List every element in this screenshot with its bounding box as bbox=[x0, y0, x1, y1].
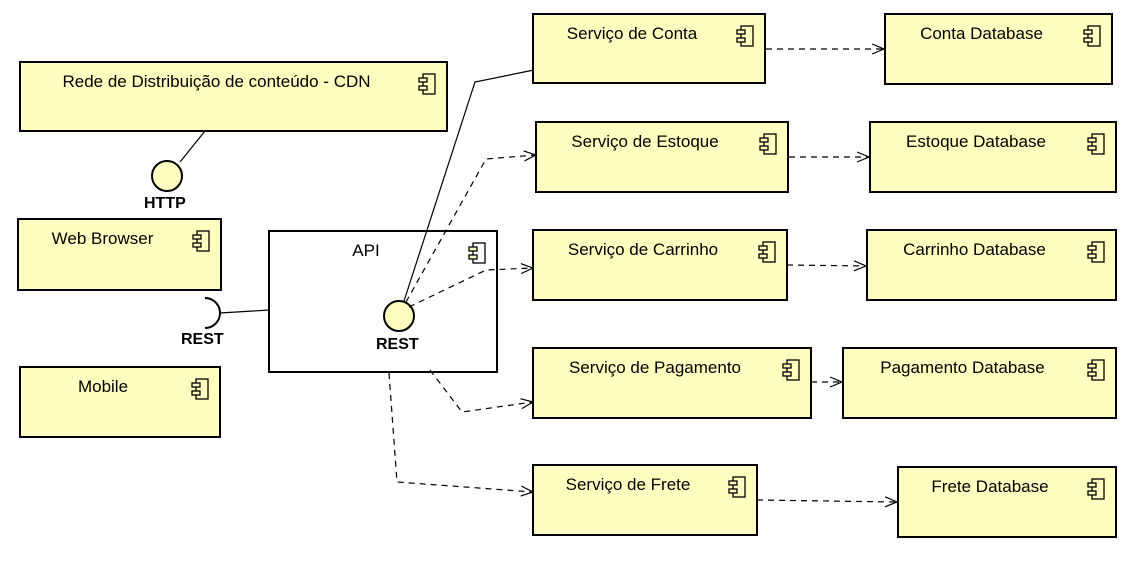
http-interface-label: HTTP bbox=[144, 195, 186, 212]
component-icon bbox=[736, 25, 754, 47]
carrinho-database-component[interactable]: Carrinho Database bbox=[866, 229, 1117, 301]
conta-database-component[interactable]: Conta Database bbox=[884, 13, 1113, 85]
socket-api-link bbox=[219, 309, 271, 314]
component-icon bbox=[1083, 25, 1101, 47]
frete-db-dependency bbox=[756, 500, 897, 502]
servico-estoque-component[interactable]: Serviço de Estoque bbox=[535, 121, 789, 193]
component-label: API bbox=[352, 241, 380, 260]
web-browser-component[interactable]: Web Browser bbox=[17, 218, 222, 291]
component-label: Pagamento Database bbox=[880, 358, 1045, 377]
component-label: Serviço de Carrinho bbox=[567, 240, 719, 259]
component-icon bbox=[1087, 241, 1105, 263]
component-label: Conta Database bbox=[920, 24, 1043, 43]
component-icon bbox=[418, 73, 436, 95]
component-label: Rede de Distribuição de conteúdo - CDN bbox=[62, 72, 371, 91]
component-icon bbox=[468, 242, 486, 264]
component-icon bbox=[1087, 133, 1105, 155]
cdn-component[interactable]: Rede de Distribuição de conteúdo - CDN bbox=[19, 61, 448, 132]
servico-conta-component[interactable]: Serviço de Conta bbox=[532, 13, 766, 84]
component-icon bbox=[782, 359, 800, 381]
component-icon bbox=[192, 230, 210, 252]
component-icon bbox=[758, 241, 776, 263]
servico-pagamento-component[interactable]: Serviço de Pagamento bbox=[532, 347, 812, 419]
component-label: Mobile bbox=[77, 377, 129, 396]
component-label: Serviço de Conta bbox=[566, 24, 698, 43]
component-label: Carrinho Database bbox=[903, 240, 1046, 259]
component-icon bbox=[1087, 478, 1105, 500]
component-icon bbox=[759, 133, 777, 155]
component-label: Serviço de Pagamento bbox=[569, 358, 741, 377]
api-component[interactable]: API bbox=[268, 230, 498, 373]
rest-provided-interface-label: REST bbox=[376, 336, 419, 353]
rest-required-socket bbox=[204, 297, 221, 329]
cdn-http-link bbox=[179, 130, 206, 163]
api-conta-link bbox=[403, 69, 535, 302]
frete-database-component[interactable]: Frete Database bbox=[897, 466, 1117, 538]
component-label: Frete Database bbox=[931, 477, 1049, 496]
component-icon bbox=[1087, 359, 1105, 381]
component-label: Serviço de Estoque bbox=[571, 132, 719, 151]
mobile-component[interactable]: Mobile bbox=[19, 366, 221, 438]
component-label: Serviço de Frete bbox=[565, 475, 691, 494]
carrinho-db-dependency bbox=[786, 265, 866, 266]
pagamento-database-component[interactable]: Pagamento Database bbox=[842, 347, 1117, 419]
rest-provided-interface bbox=[383, 300, 415, 332]
estoque-database-component[interactable]: Estoque Database bbox=[869, 121, 1117, 193]
api-frete-dependency bbox=[388, 372, 533, 492]
servico-carrinho-component[interactable]: Serviço de Carrinho bbox=[532, 229, 788, 301]
rest-required-interface-label: REST bbox=[181, 331, 224, 348]
component-label: Web Browser bbox=[51, 229, 154, 248]
api-pagamento-dependency bbox=[429, 369, 533, 413]
component-icon bbox=[728, 476, 746, 498]
component-label: Estoque Database bbox=[906, 132, 1046, 151]
http-provided-interface bbox=[151, 160, 183, 192]
component-icon bbox=[191, 378, 209, 400]
servico-frete-component[interactable]: Serviço de Frete bbox=[532, 464, 758, 536]
